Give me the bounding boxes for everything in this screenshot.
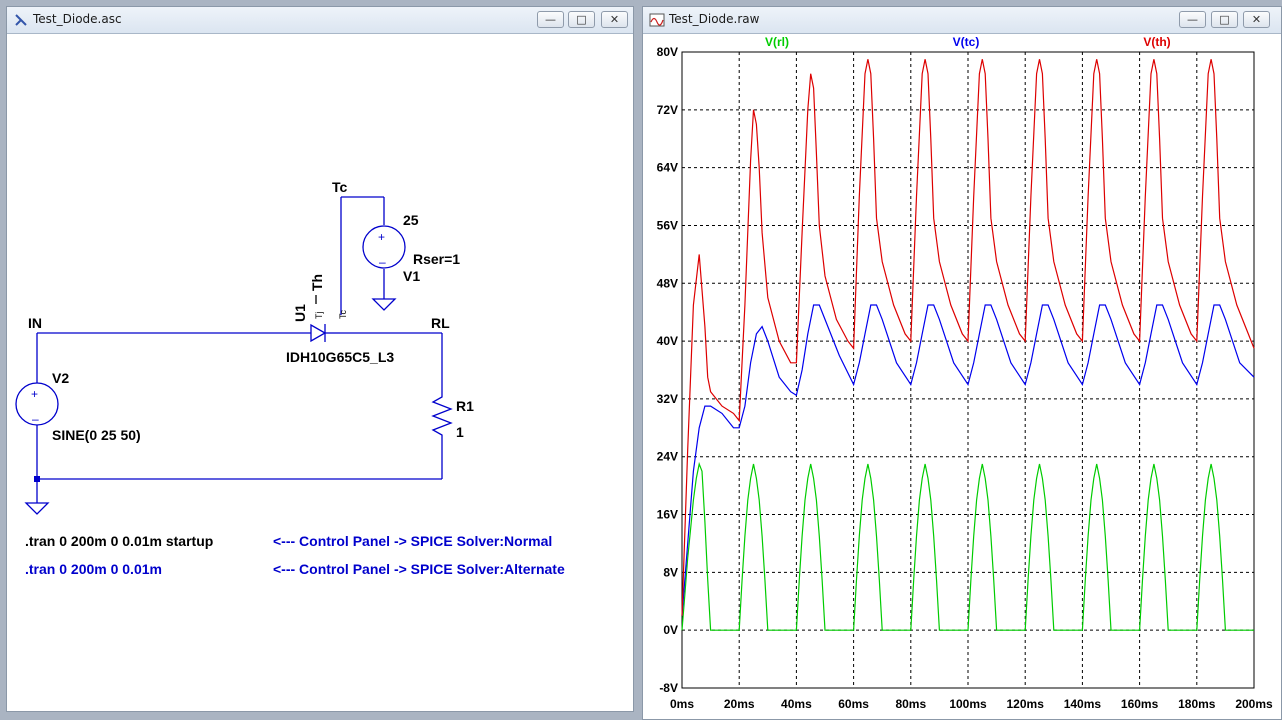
close-button[interactable]: ✕	[1243, 11, 1270, 28]
diode-u1-symbol[interactable]	[310, 323, 340, 343]
waveform-app-icon	[649, 13, 665, 27]
ground-symbol-v2	[24, 502, 50, 515]
svg-text:+: +	[378, 230, 385, 244]
restore-button[interactable]: □	[568, 11, 595, 28]
resistor-r1-symbol[interactable]	[431, 391, 453, 441]
close-button[interactable]: ✕	[601, 11, 628, 28]
waveform-titlebar[interactable]: Test_Diode.raw — □ ✕	[643, 7, 1281, 34]
net-label-in: IN	[28, 315, 42, 331]
series-line-vtc	[681, 304, 1255, 616]
directive-startup[interactable]: .tran 0 200m 0 0.01m startup	[25, 533, 213, 549]
v1-value[interactable]: 25	[403, 212, 419, 228]
svg-text:–: –	[32, 412, 39, 426]
y-tick-label: 24V	[657, 450, 678, 464]
source-v1-symbol[interactable]: + –	[362, 225, 406, 269]
y-tick-label: 8V	[663, 565, 678, 579]
x-tick-label: 200ms	[1235, 697, 1273, 711]
u1-name[interactable]: U1	[292, 304, 308, 322]
x-tick-label: 40ms	[781, 697, 812, 711]
x-tick-label: 80ms	[895, 697, 926, 711]
legend-label: V(rl)	[765, 35, 789, 49]
x-tick-label: 120ms	[1007, 697, 1045, 711]
net-label-tc: Tc	[332, 179, 348, 195]
x-tick-label: 180ms	[1178, 697, 1216, 711]
minimize-button[interactable]: —	[1179, 11, 1206, 28]
legend-label: V(th)	[1143, 35, 1170, 49]
y-tick-label: -8V	[659, 681, 678, 695]
waveform-plot-area[interactable]: 0ms 20ms 40ms 60ms 80ms 100ms 120ms 140ms 160ms 1…	[643, 34, 1281, 719]
r1-name[interactable]: R1	[456, 398, 474, 414]
y-tick-label: 72V	[657, 103, 678, 117]
y-tick-label: 48V	[657, 276, 678, 290]
svg-text:–: –	[379, 255, 386, 269]
schematic-canvas[interactable]: + – + – IN RL Tc 25 Rser=1	[7, 34, 633, 711]
x-tick-label: 100ms	[949, 697, 987, 711]
x-tick-label: 160ms	[1121, 697, 1159, 711]
source-v2-symbol[interactable]: + –	[15, 382, 59, 426]
schematic-app-icon	[15, 14, 27, 26]
waveform-window: Test_Diode.raw — □ ✕ 0ms 20ms 40ms 60ms 80ms…	[642, 6, 1282, 720]
x-tick-label: 20ms	[724, 697, 755, 711]
u1-pin-tc: Tc	[338, 310, 348, 320]
plot-frame	[681, 51, 1255, 689]
minimize-button[interactable]: —	[537, 11, 564, 28]
svg-text:+: +	[31, 387, 38, 401]
ground-symbol-v1	[371, 298, 397, 311]
net-label-rl: RL	[431, 315, 450, 331]
schematic-titlebar[interactable]: Test_Diode.asc — □ ✕	[7, 7, 633, 34]
schematic-window-title: Test_Diode.asc	[33, 12, 122, 26]
r1-value[interactable]: 1	[456, 424, 464, 440]
restore-button[interactable]: □	[1211, 11, 1238, 28]
legend-label: V(tc)	[953, 35, 980, 49]
y-tick-label: 64V	[657, 161, 678, 175]
u1-pin-tj: Tj	[314, 312, 324, 320]
u1-model[interactable]: IDH10G65C5_L3	[286, 349, 394, 365]
schematic-window: Test_Diode.asc — □ ✕	[6, 6, 634, 712]
x-tick-label: 0ms	[670, 697, 694, 711]
waveform-window-title: Test_Diode.raw	[669, 12, 760, 26]
y-tick-label: 56V	[657, 218, 678, 232]
series-line-vrl	[681, 461, 1254, 631]
y-tick-label: 80V	[657, 45, 678, 59]
u1-pin-th: Th	[309, 274, 325, 291]
comment-alternate[interactable]: <--- Control Panel -> SPICE Solver:Alter…	[273, 561, 565, 577]
junction-dot	[34, 476, 40, 482]
schematic-canvas-area[interactable]: + – + – IN RL Tc 25 Rser=1	[7, 34, 633, 711]
y-tick-label: 40V	[657, 334, 678, 348]
series-line-vth	[681, 59, 1255, 616]
v1-param[interactable]: Rser=1	[413, 251, 460, 267]
x-tick-label: 60ms	[838, 697, 869, 711]
x-tick-label: 140ms	[1064, 697, 1102, 711]
v2-value[interactable]: SINE(0 25 50)	[52, 427, 141, 443]
y-tick-label: 0V	[663, 623, 678, 637]
comment-normal[interactable]: <--- Control Panel -> SPICE Solver:Norma…	[273, 533, 552, 549]
v2-name[interactable]: V2	[52, 370, 69, 386]
v1-name[interactable]: V1	[403, 268, 420, 284]
y-tick-label: 16V	[657, 508, 678, 522]
waveform-plot[interactable]: 0ms 20ms 40ms 60ms 80ms 100ms 120ms 140ms 160ms 1…	[643, 34, 1281, 720]
y-tick-label: 32V	[657, 392, 678, 406]
directive-alternate[interactable]: .tran 0 200m 0 0.01m	[25, 561, 162, 577]
